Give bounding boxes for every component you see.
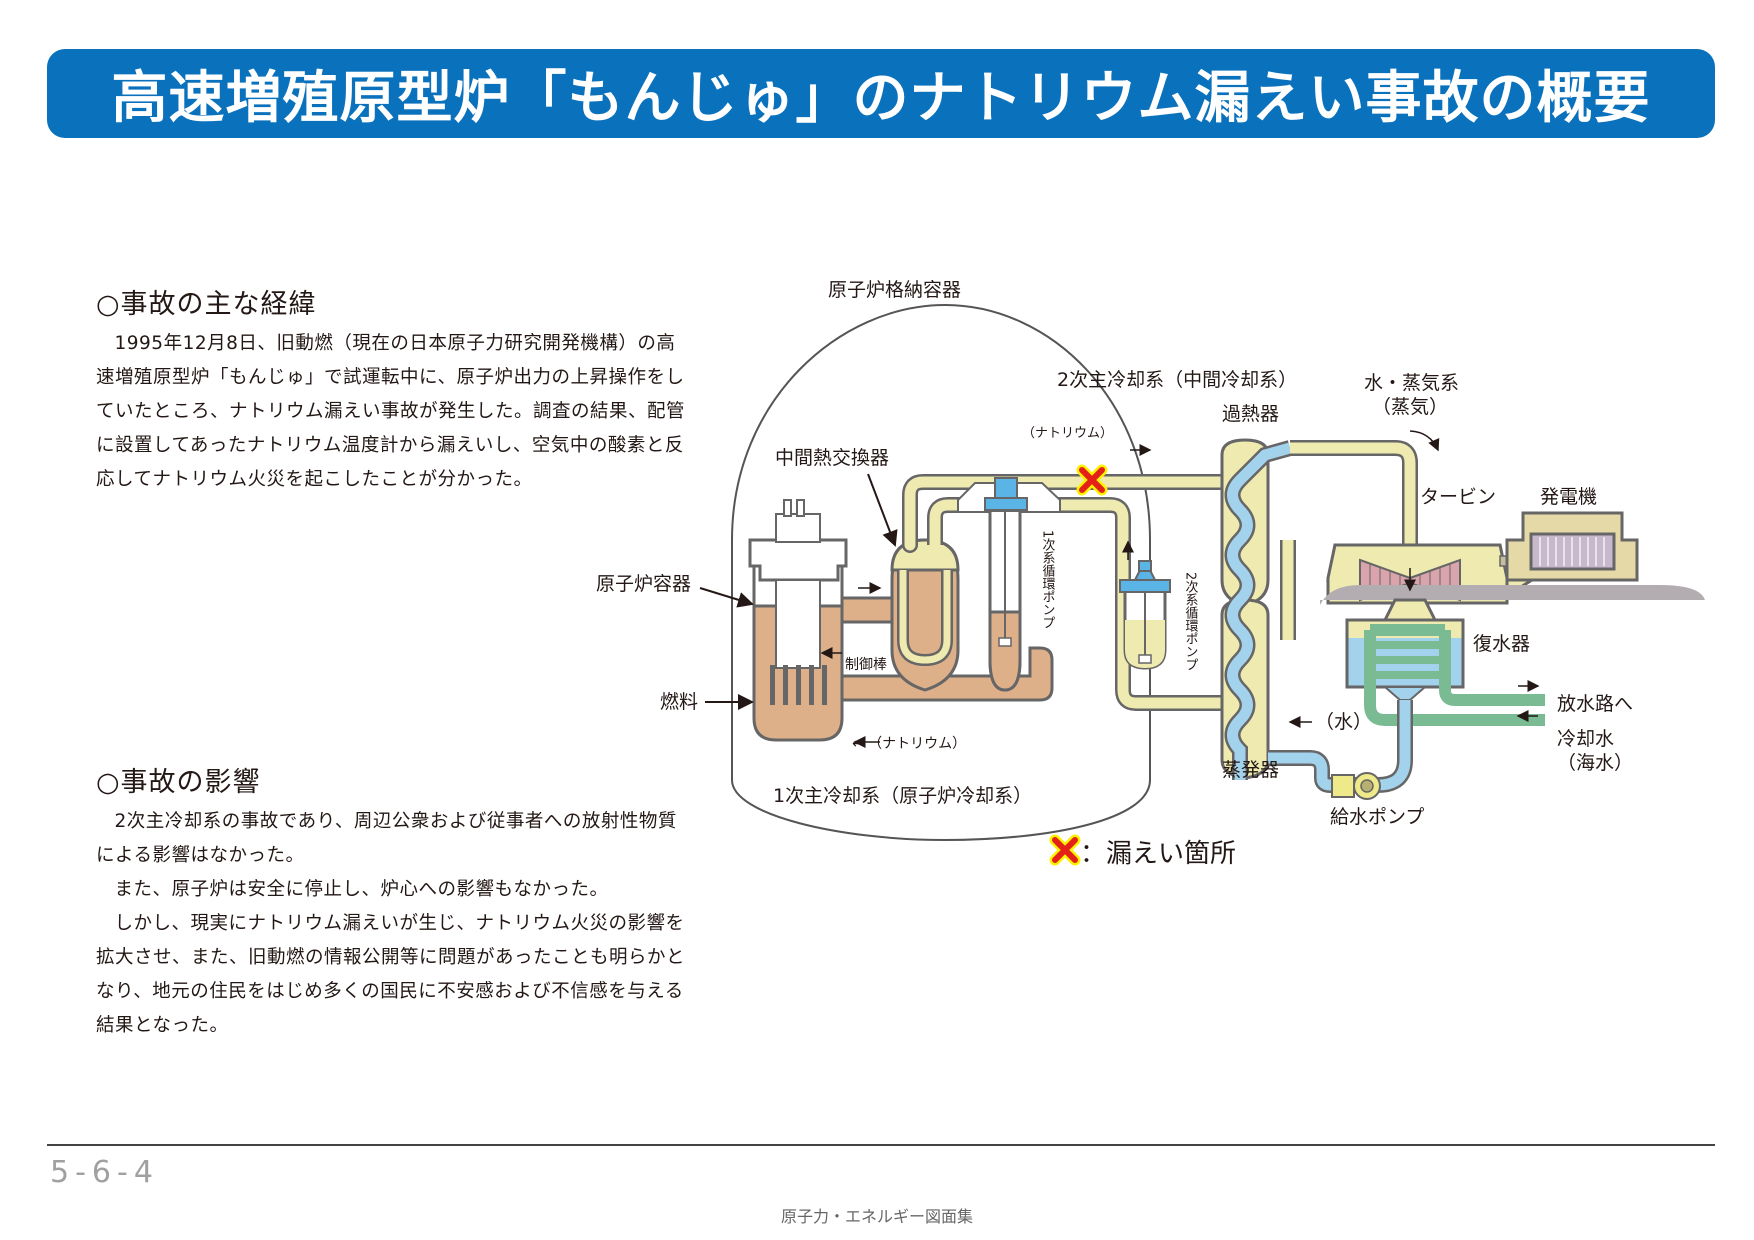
label-superheater: 過熱器 [1222,403,1279,425]
label-condenser: 復水器 [1473,633,1530,655]
label-ihx: 中間熱交換器 [775,447,889,469]
label-reactor-vessel: 原子炉容器 [596,573,691,595]
label-primary-system: 1次主冷却系（原子炉冷却系） [773,785,1032,807]
section-paragraph: 1995年12月8日、旧動燃（現在の日本原子力研究開発機構）の高速増殖原型炉「も… [96,333,686,490]
label-generator: 発電機 [1540,486,1597,508]
label-secondary-pump: 2次系循環ポンプ [1183,572,1199,672]
label-seawater: （海水） [1557,752,1633,774]
label-control-rod: 制御棒 [845,657,887,673]
section-heading: ○事故の主な経緯 [96,289,317,320]
label-cooling-water: 冷却水 [1557,728,1614,750]
label-containment: 原子炉格納容器 [828,279,961,301]
section-paragraph: 2次主冷却系の事故であり、周辺公衆および従事者への放射性物質による影響はなかった… [96,811,677,866]
section-accident-history: ○事故の主な経緯 1995年12月8日、旧動燃（現在の日本原子力研究開発機構）の… [96,282,686,497]
label-leak-legend: ：漏えい箇所 [1080,839,1236,869]
label-turbine: タービン [1420,486,1496,508]
section-paragraph: また、原子炉は安全に停止し、炉心への影響もなかった。 [114,879,609,900]
label-water-steam-system: 水・蒸気系 [1364,372,1459,394]
secondary-circulation-pump [1119,560,1171,670]
fuel-rods [770,665,827,705]
condenser [1345,598,1545,726]
reactor-vessel [748,499,848,742]
leak-legend-icon [1049,834,1081,866]
leak-marker-icon [1076,464,1108,496]
label-secondary-system: 2次主冷却系（中間冷却系） [1057,369,1297,391]
section-paragraph: しかし、現実にナトリウム漏えいが生じ、ナトリウム火災の影響を拡大させ、また、旧動… [96,913,686,1036]
primary-circulation-pump [957,477,1061,692]
label-evaporator: 蒸発器 [1222,759,1279,781]
section-accident-impact: ○事故の影響 2次主冷却系の事故であり、周辺公衆および従事者への放射性物質による… [96,760,686,1043]
title-banner: 高速増殖原型炉「もんじゅ」のナトリウム漏えい事故の概要 [47,49,1715,138]
label-primary-pump: 1次系循環ポンプ [1040,530,1056,630]
label-secondary-sodium: （ナトリウム） [1022,426,1113,441]
label-discharge: 放水路へ [1557,693,1633,715]
intermediate-heat-exchanger [890,538,960,692]
page-number: 5-6-4 [50,1155,159,1190]
label-water: （水） [1315,711,1372,733]
flow-arrows [699,430,1540,748]
page-title: 高速増殖原型炉「もんじゅ」のナトリウム漏えい事故の概要 [111,66,1651,131]
section-heading: ○事故の影響 [96,767,261,798]
book-title: 原子力・エネルギー図面集 [780,1207,973,1226]
label-feed-pump: 給水ポンプ [1330,806,1424,828]
footer-divider [47,1144,1715,1146]
feed-water-pump [1331,772,1381,800]
label-primary-sodium: ← （ナトリウム） [852,736,966,752]
steam-generator [1220,438,1293,780]
secondary-loop [902,474,1296,711]
label-steam: （蒸気） [1372,396,1448,418]
generator [1505,511,1639,582]
label-fuel: 燃料 [660,691,698,713]
steam-line [1290,440,1418,548]
